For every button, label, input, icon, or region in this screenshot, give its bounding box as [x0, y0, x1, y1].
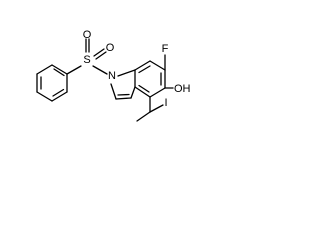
bond-s-o-right-a	[93, 48, 105, 57]
bond-s-o-right-b	[95, 51, 107, 60]
atom-n: N	[108, 70, 116, 82]
chemical-structure-diagram: S O O N F OH I	[36, 29, 191, 122]
atom-oh: OH	[174, 83, 191, 95]
atom-o-right: O	[106, 42, 115, 54]
bond-ch-i	[149, 104, 164, 113]
atom-o-top: O	[83, 29, 92, 41]
bond-s-n	[92, 65, 108, 75]
pyrrole-ring	[110, 69, 136, 100]
bond-phenyl-s	[66, 65, 82, 75]
phenyl-ring	[36, 64, 68, 102]
atom-s: S	[83, 54, 90, 66]
atom-labels: S O O N F OH I	[83, 29, 191, 109]
benzo-ring	[134, 60, 166, 98]
bond-ch-ch3	[136, 111, 151, 122]
atom-f: F	[162, 43, 169, 55]
atom-i: I	[164, 97, 167, 109]
bonds	[36, 38, 174, 122]
